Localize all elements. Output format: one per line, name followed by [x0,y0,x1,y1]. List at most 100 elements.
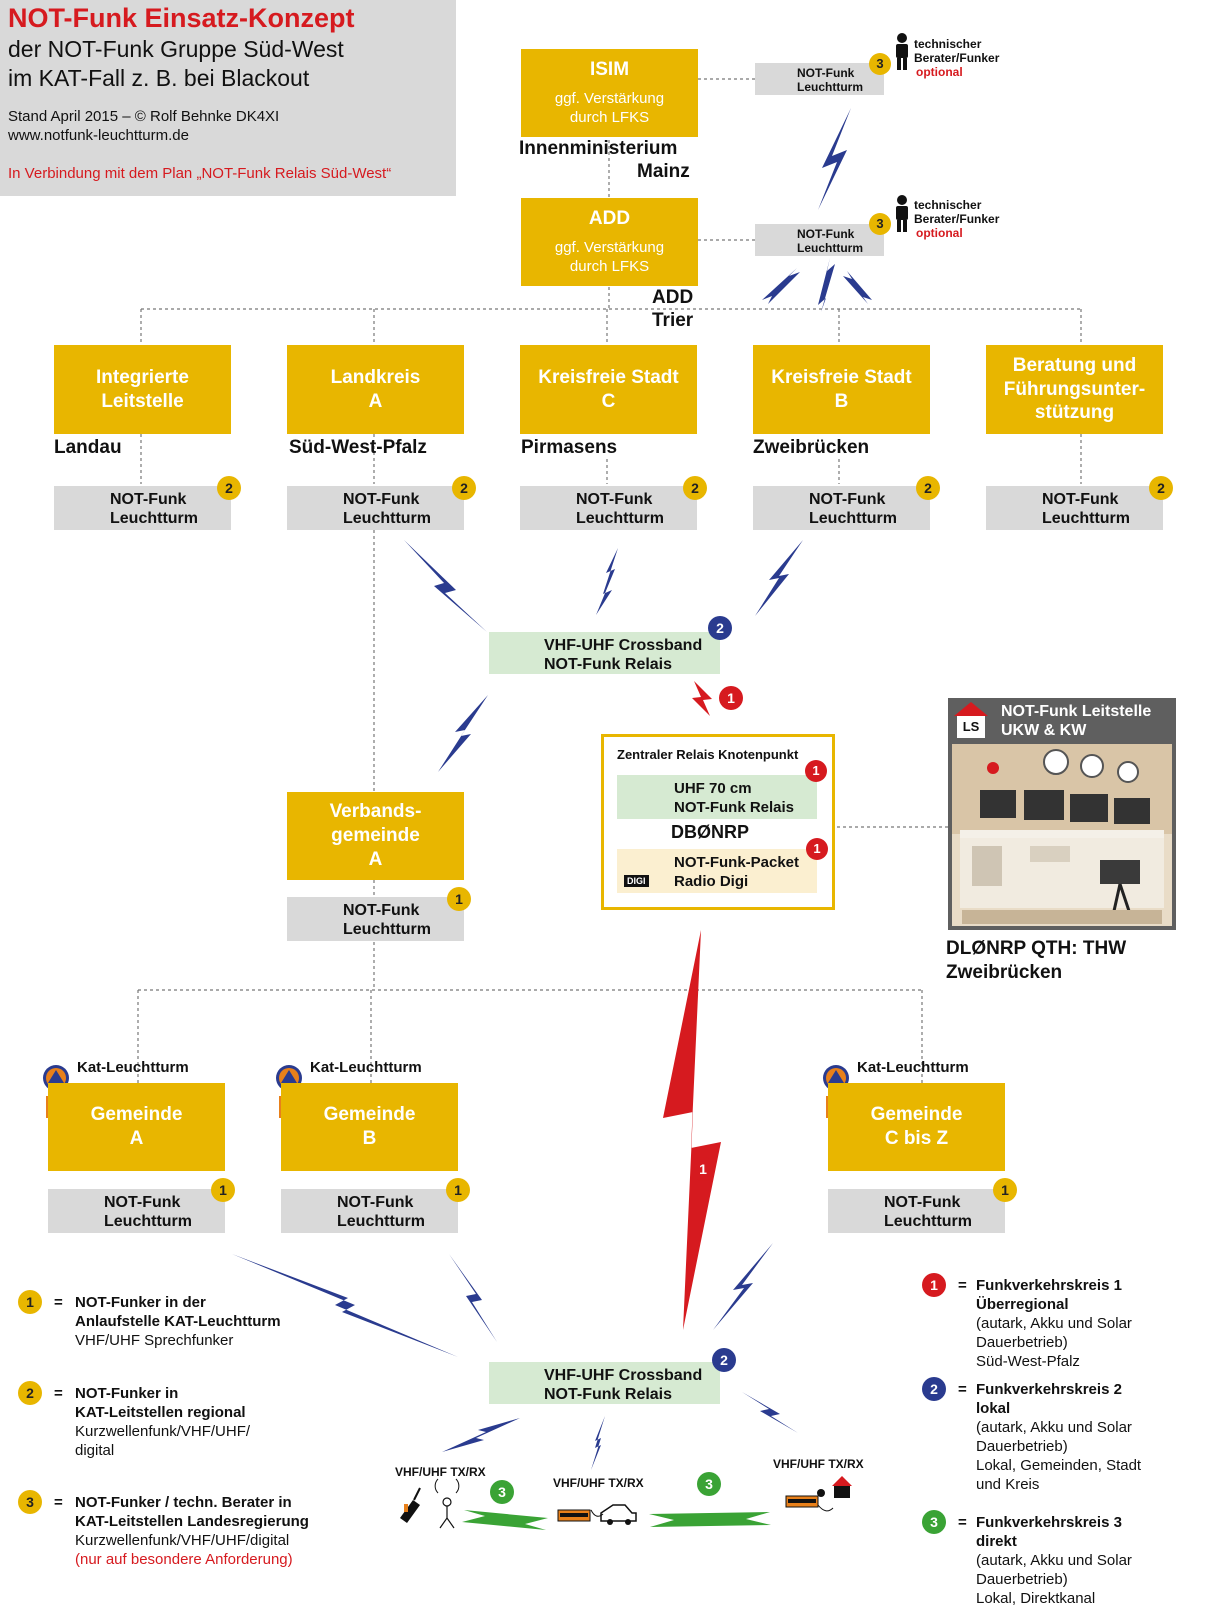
lt-label-2: Leuchtturm [576,510,664,527]
legend-line: Lokal, Direktkanal [976,1590,1096,1607]
lt-label-2: Leuchtturm [104,1213,192,1230]
relay-label-2: NOT-Funk Relais [544,656,673,673]
legend-eq: = [958,1514,967,1531]
isim-place-2: Mainz [637,161,690,182]
website-link[interactable]: www.notfunk-leuchtturm.de [8,127,189,144]
badge-3-green: 3 [697,1472,721,1496]
page-subtitle-1: der NOT-Funk Gruppe Süd-West [8,36,344,62]
lt-label-1: NOT-Funk [797,227,855,241]
radio-mobile-label: VHF/UHF TX/RX [553,1476,644,1490]
lt-label-1: NOT-Funk [809,491,886,508]
lt-label-1: NOT-Funk [797,66,855,80]
radio-handheld-label: VHF/UHF TX/RX [395,1465,486,1479]
ls-house-icon: LS [954,702,988,738]
org-title-1: Integrierte [96,366,189,388]
place-zweibruecken: Zweibrücken [753,437,870,458]
legend-eq: = [958,1277,967,1294]
legend-line: VHF/UHF Sprechfunker [75,1332,234,1349]
radio-base-label: VHF/UHF TX/RX [773,1457,864,1471]
legend-item-3: NOT-Funker / techn. Berater in KAT-Leitst… [75,1493,309,1569]
badge-3-green: 3 [490,1480,514,1504]
tech-label: technischer Berater/Funker optional [914,37,999,79]
legend-line: Dauerbetrieb) [976,1334,1068,1351]
org-title-2: Leitstelle [101,390,184,412]
kat-label-a: Kat-Leuchtturm [77,1059,189,1076]
legend-line: digital [75,1442,115,1459]
legend-line: und Kreis [976,1476,1040,1493]
org-title-2: Führungsunter- [1003,378,1146,400]
badge-2: 2 [452,476,476,500]
lt-label-1: NOT-Funk [576,491,653,508]
legend-line: Dauerbetrieb) [976,1571,1068,1588]
leitstelle-qth-1: DLØNRP QTH: THW [946,938,1127,959]
badge-1: 1 [447,887,471,911]
tech-optional: optional [916,65,963,79]
lt-label-1: NOT-Funk [110,491,187,508]
badge-2-blue: 2 [708,616,732,640]
knotenpunkt-title: Zentraler Relais Knotenpunkt [617,747,799,762]
legend-eq: = [54,1294,63,1311]
legend-line: NOT-Funker / techn. Berater in [75,1494,292,1511]
legend-line: KAT-Leitstellen regional [75,1404,246,1421]
isim-box: ISIM ggf. Verstärkung durch LFKS [521,49,698,137]
add-place-1: ADD [652,287,694,308]
legend-eq: = [54,1494,63,1511]
legend-line: Kurzwellenfunk/VHF/UHF/ [75,1423,251,1440]
org-title-2: A [368,390,383,412]
legend-line: direkt [976,1533,1017,1550]
legend-line: lokal [976,1400,1011,1417]
legend-line: Dauerbetrieb) [976,1438,1068,1455]
org-title-1: Kreisfreie Stadt [771,366,912,388]
leitstelle-title-2: UKW & KW [1001,722,1087,739]
gemeinde-title-2: B [362,1128,377,1149]
lt-label-1: NOT-Funk [343,491,420,508]
legend-line: NOT-Funker in [75,1385,179,1402]
legend-badge-1: 1 [18,1290,42,1314]
page-subtitle-2: im KAT-Fall z. B. bei Blackout [8,65,310,91]
digi-label-2: Radio Digi [674,873,749,890]
kat-label-b: Kat-Leuchtturm [310,1059,422,1076]
lt-label-2: Leuchtturm [797,241,863,255]
legend-line: (autark, Akku und Solar [976,1315,1132,1332]
legend-line: Funkverkehrskreis 1 [976,1277,1122,1294]
add-box: ADD ggf. Verstärkung durch LFKS [521,198,698,286]
legend-badge-r2: 2 [922,1377,946,1401]
legend-line: Überregional [976,1296,1069,1313]
legend-line: (autark, Akku und Solar [976,1419,1132,1436]
legend-badge-3: 3 [18,1490,42,1514]
legend-line: Kurzwellenfunk/VHF/UHF/digital [75,1532,290,1549]
lt-label-2: Leuchtturm [343,921,431,938]
stand-text: Stand April 2015 – © Rolf Behnke DK4XI [8,108,280,125]
tech-line-1: technischer [914,198,982,212]
lt-label-1: NOT-Funk [337,1194,414,1211]
relay-label-1: VHF-UHF Crossband [544,637,703,654]
add-sub: ggf. Verstärkung durch LFKS [554,239,665,275]
lt-label-2: Leuchtturm [110,510,198,527]
verband-title-2: gemeinde [331,825,420,847]
gemeinde-title-1: Gemeinde [323,1104,416,1126]
header-panel: NOT-Funk Einsatz-Konzept der NOT-Funk Gr… [0,0,456,196]
lt-label-2: Leuchtturm [1042,510,1130,527]
lt-label-1: NOT-Funk [104,1194,181,1211]
legend-line: KAT-Leitstellen Landesregierung [75,1513,309,1530]
badge-1: 1 [993,1178,1017,1202]
lt-label-2: Leuchtturm [809,510,897,527]
lt-label-1: NOT-Funk [343,902,420,919]
